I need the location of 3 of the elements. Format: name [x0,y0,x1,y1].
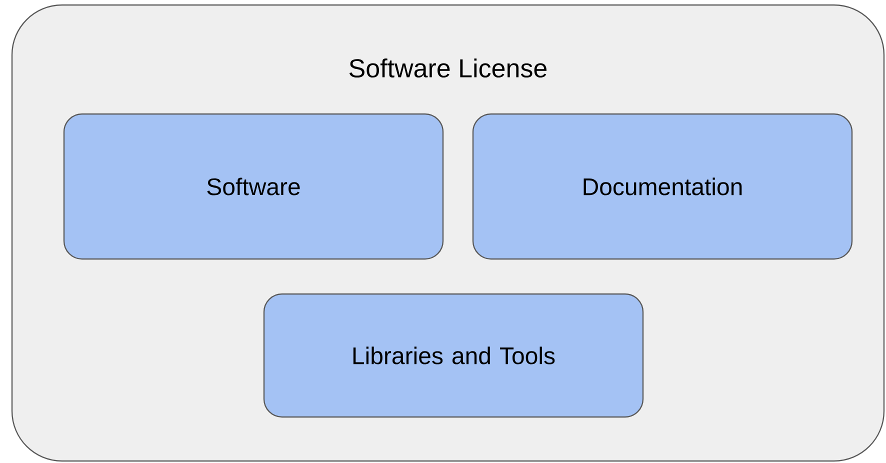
component-box: Documentation [472,113,853,260]
component-box: Libraries and Tools [263,293,644,418]
component-box: Software [63,113,444,260]
